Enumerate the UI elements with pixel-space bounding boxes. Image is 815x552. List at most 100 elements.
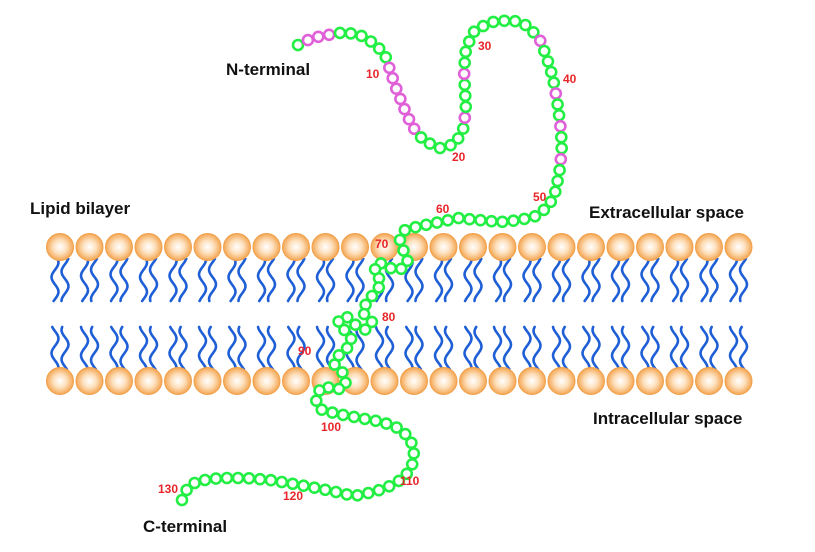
lipid-tail <box>296 255 306 303</box>
lipid-tail <box>591 255 601 303</box>
lipid-tail <box>551 255 562 303</box>
residue <box>409 220 422 234</box>
residue-highlighted <box>533 34 547 48</box>
lipid-tail <box>89 255 100 303</box>
residue <box>220 471 234 485</box>
residue <box>459 100 473 114</box>
lipid-tail <box>610 255 621 303</box>
lipid-tail <box>414 255 424 303</box>
lipid-tail <box>256 255 267 303</box>
lipid-tail <box>345 255 355 303</box>
lipid-tail <box>79 325 90 373</box>
residue-highlighted <box>402 112 416 126</box>
residue-number-100: 100 <box>321 420 341 434</box>
lipid-tail <box>551 325 562 373</box>
lipid-head-inner <box>636 367 664 395</box>
lipid-tail <box>414 325 424 373</box>
residue <box>231 471 245 485</box>
residue <box>372 281 386 294</box>
lipid-tail <box>374 325 385 373</box>
lipid-head-outer <box>134 233 163 261</box>
lipid-head-inner <box>429 367 458 395</box>
residue <box>379 50 393 64</box>
lipid-head-outer <box>636 233 664 261</box>
lipid-tail <box>286 325 296 373</box>
residue <box>400 467 414 481</box>
lipid-tail <box>620 325 631 373</box>
residue-highlighted <box>389 82 403 95</box>
residue <box>332 315 345 328</box>
lipid-tail <box>256 325 267 373</box>
lipid-head-outer <box>75 233 104 261</box>
residue <box>476 19 490 33</box>
lipid-tail <box>492 325 503 373</box>
residue-number-10: 10 <box>366 67 380 81</box>
residue <box>357 307 371 321</box>
residue <box>553 163 566 177</box>
residue <box>441 214 455 227</box>
lipid-tail <box>463 255 473 303</box>
residue <box>458 89 472 103</box>
residue-highlighted <box>398 102 411 116</box>
lipid-tail <box>532 325 542 373</box>
lipid-head-outer <box>164 233 192 261</box>
protein-chain <box>175 14 569 507</box>
lipid-bilayer-label: Lipid bilayer <box>30 199 131 218</box>
residue <box>242 471 256 485</box>
lipid-head-inner <box>252 367 281 395</box>
residue <box>336 366 349 379</box>
lipid-tail <box>650 325 660 373</box>
lipid-tail <box>581 255 591 303</box>
lipid-head-inner <box>223 367 251 395</box>
lipid-tail <box>168 255 178 303</box>
lipid-head-outer <box>193 233 222 261</box>
lipid-tail <box>699 255 709 303</box>
lipid-head-inner <box>665 367 694 395</box>
residue <box>496 215 509 229</box>
lipid-head-outer <box>223 233 251 261</box>
residue <box>338 323 351 337</box>
lipid-head-inner <box>518 367 546 395</box>
lipid-tail <box>79 255 90 303</box>
lipid-tail <box>433 255 444 303</box>
lipid-head-inner <box>193 367 222 395</box>
residue <box>286 477 300 491</box>
residue <box>372 42 386 55</box>
lipid-head-inner <box>488 367 517 395</box>
lipid-tail <box>296 325 306 373</box>
residue <box>528 210 542 223</box>
residue <box>456 122 470 135</box>
lipid-head-inner <box>75 367 104 395</box>
residue <box>313 384 326 397</box>
lipid-head-outer <box>695 233 723 261</box>
lipid-tail <box>178 325 188 373</box>
residue <box>392 474 406 488</box>
residue <box>344 27 358 40</box>
residue-numbers: 10 20 30 40 50 60 70 80 90 100 110 120 1… <box>158 39 577 503</box>
residue <box>397 244 410 257</box>
residue <box>329 485 343 499</box>
lipid-tail <box>148 255 159 303</box>
residue <box>451 132 465 145</box>
lipid-tail <box>738 255 749 303</box>
lipid-tail <box>640 325 650 373</box>
residue <box>517 212 531 226</box>
residue <box>264 473 278 487</box>
residue <box>394 262 408 276</box>
residue-highlighted <box>322 28 336 42</box>
lipid-tail <box>227 325 237 373</box>
residue-highlighted <box>458 111 472 124</box>
lipid-tail <box>650 255 660 303</box>
residue <box>519 18 532 32</box>
lipid-tail <box>669 325 680 373</box>
lipid-tail <box>119 255 129 303</box>
lipid-tail <box>473 325 483 373</box>
residue <box>401 254 414 268</box>
residue <box>328 358 341 371</box>
lipid-tail <box>561 255 572 303</box>
lipid-tail <box>728 255 739 303</box>
residue <box>463 212 476 226</box>
lipid-tail <box>591 325 601 373</box>
lipid-head-inner <box>134 367 163 395</box>
